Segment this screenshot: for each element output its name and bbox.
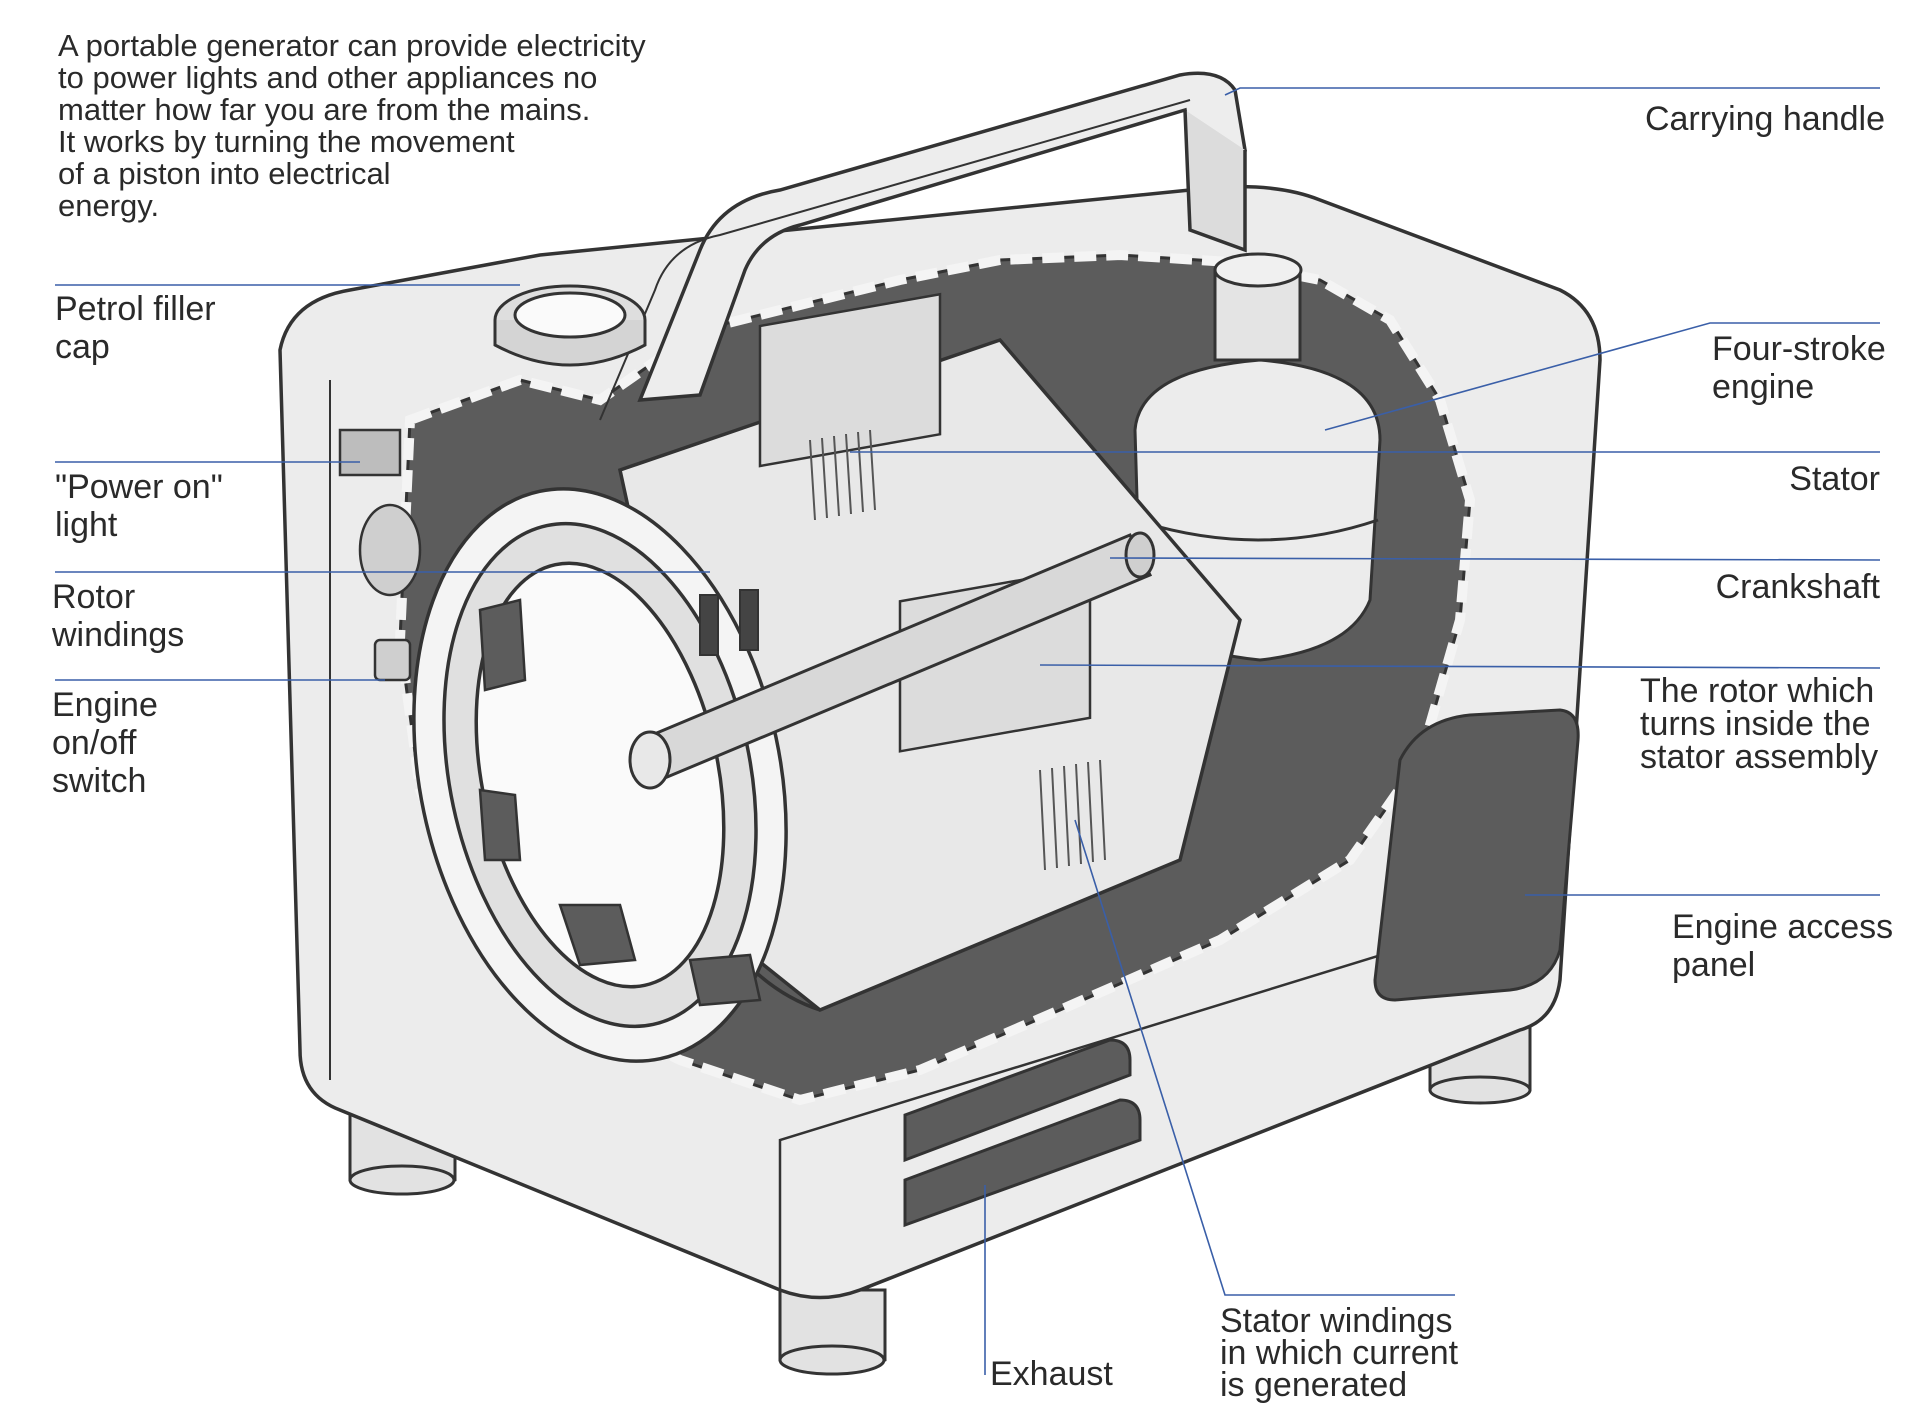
label-engine-switch: Engine on/off switch xyxy=(52,686,158,800)
exhaust-vents xyxy=(903,1038,1142,1228)
label-exhaust: Exhaust xyxy=(990,1355,1113,1393)
leader-stator-windings xyxy=(1074,819,1455,1296)
end-cover xyxy=(478,598,762,1007)
label-stator-windings: Stator windings in which current is gene… xyxy=(1220,1302,1459,1404)
intro-text: A portable generator can provide electri… xyxy=(58,28,646,223)
leader-four-stroke-engine xyxy=(1324,322,1880,431)
leader-crankshaft xyxy=(1109,557,1881,561)
leader-carrying-handle xyxy=(1224,87,1880,96)
petrol-filler-cap xyxy=(493,284,647,367)
label-four-stroke-engine: Four-stroke engine xyxy=(1712,330,1886,406)
stator-windings xyxy=(809,429,1106,871)
engine-access-panel xyxy=(1373,708,1580,1002)
crankshaft xyxy=(628,531,1156,790)
label-engine-access-panel: Engine access panel xyxy=(1672,908,1894,984)
label-carrying-handle: Carrying handle xyxy=(1644,100,1885,138)
label-power-on-light: "Power on" light xyxy=(55,468,223,544)
label-petrol-filler-cap: Petrol filler cap xyxy=(55,290,216,366)
label-crankshaft: Crankshaft xyxy=(1715,568,1880,606)
leader-lines xyxy=(55,87,1881,1375)
carrying-handle xyxy=(599,71,1247,421)
rotor-windings xyxy=(699,589,759,656)
label-rotor: The rotor which turns inside the stator … xyxy=(1640,672,1879,776)
label-stator: Stator xyxy=(1789,460,1880,498)
label-rotor-windings: Rotor windings xyxy=(52,578,185,654)
leader-rotor xyxy=(1039,664,1881,669)
